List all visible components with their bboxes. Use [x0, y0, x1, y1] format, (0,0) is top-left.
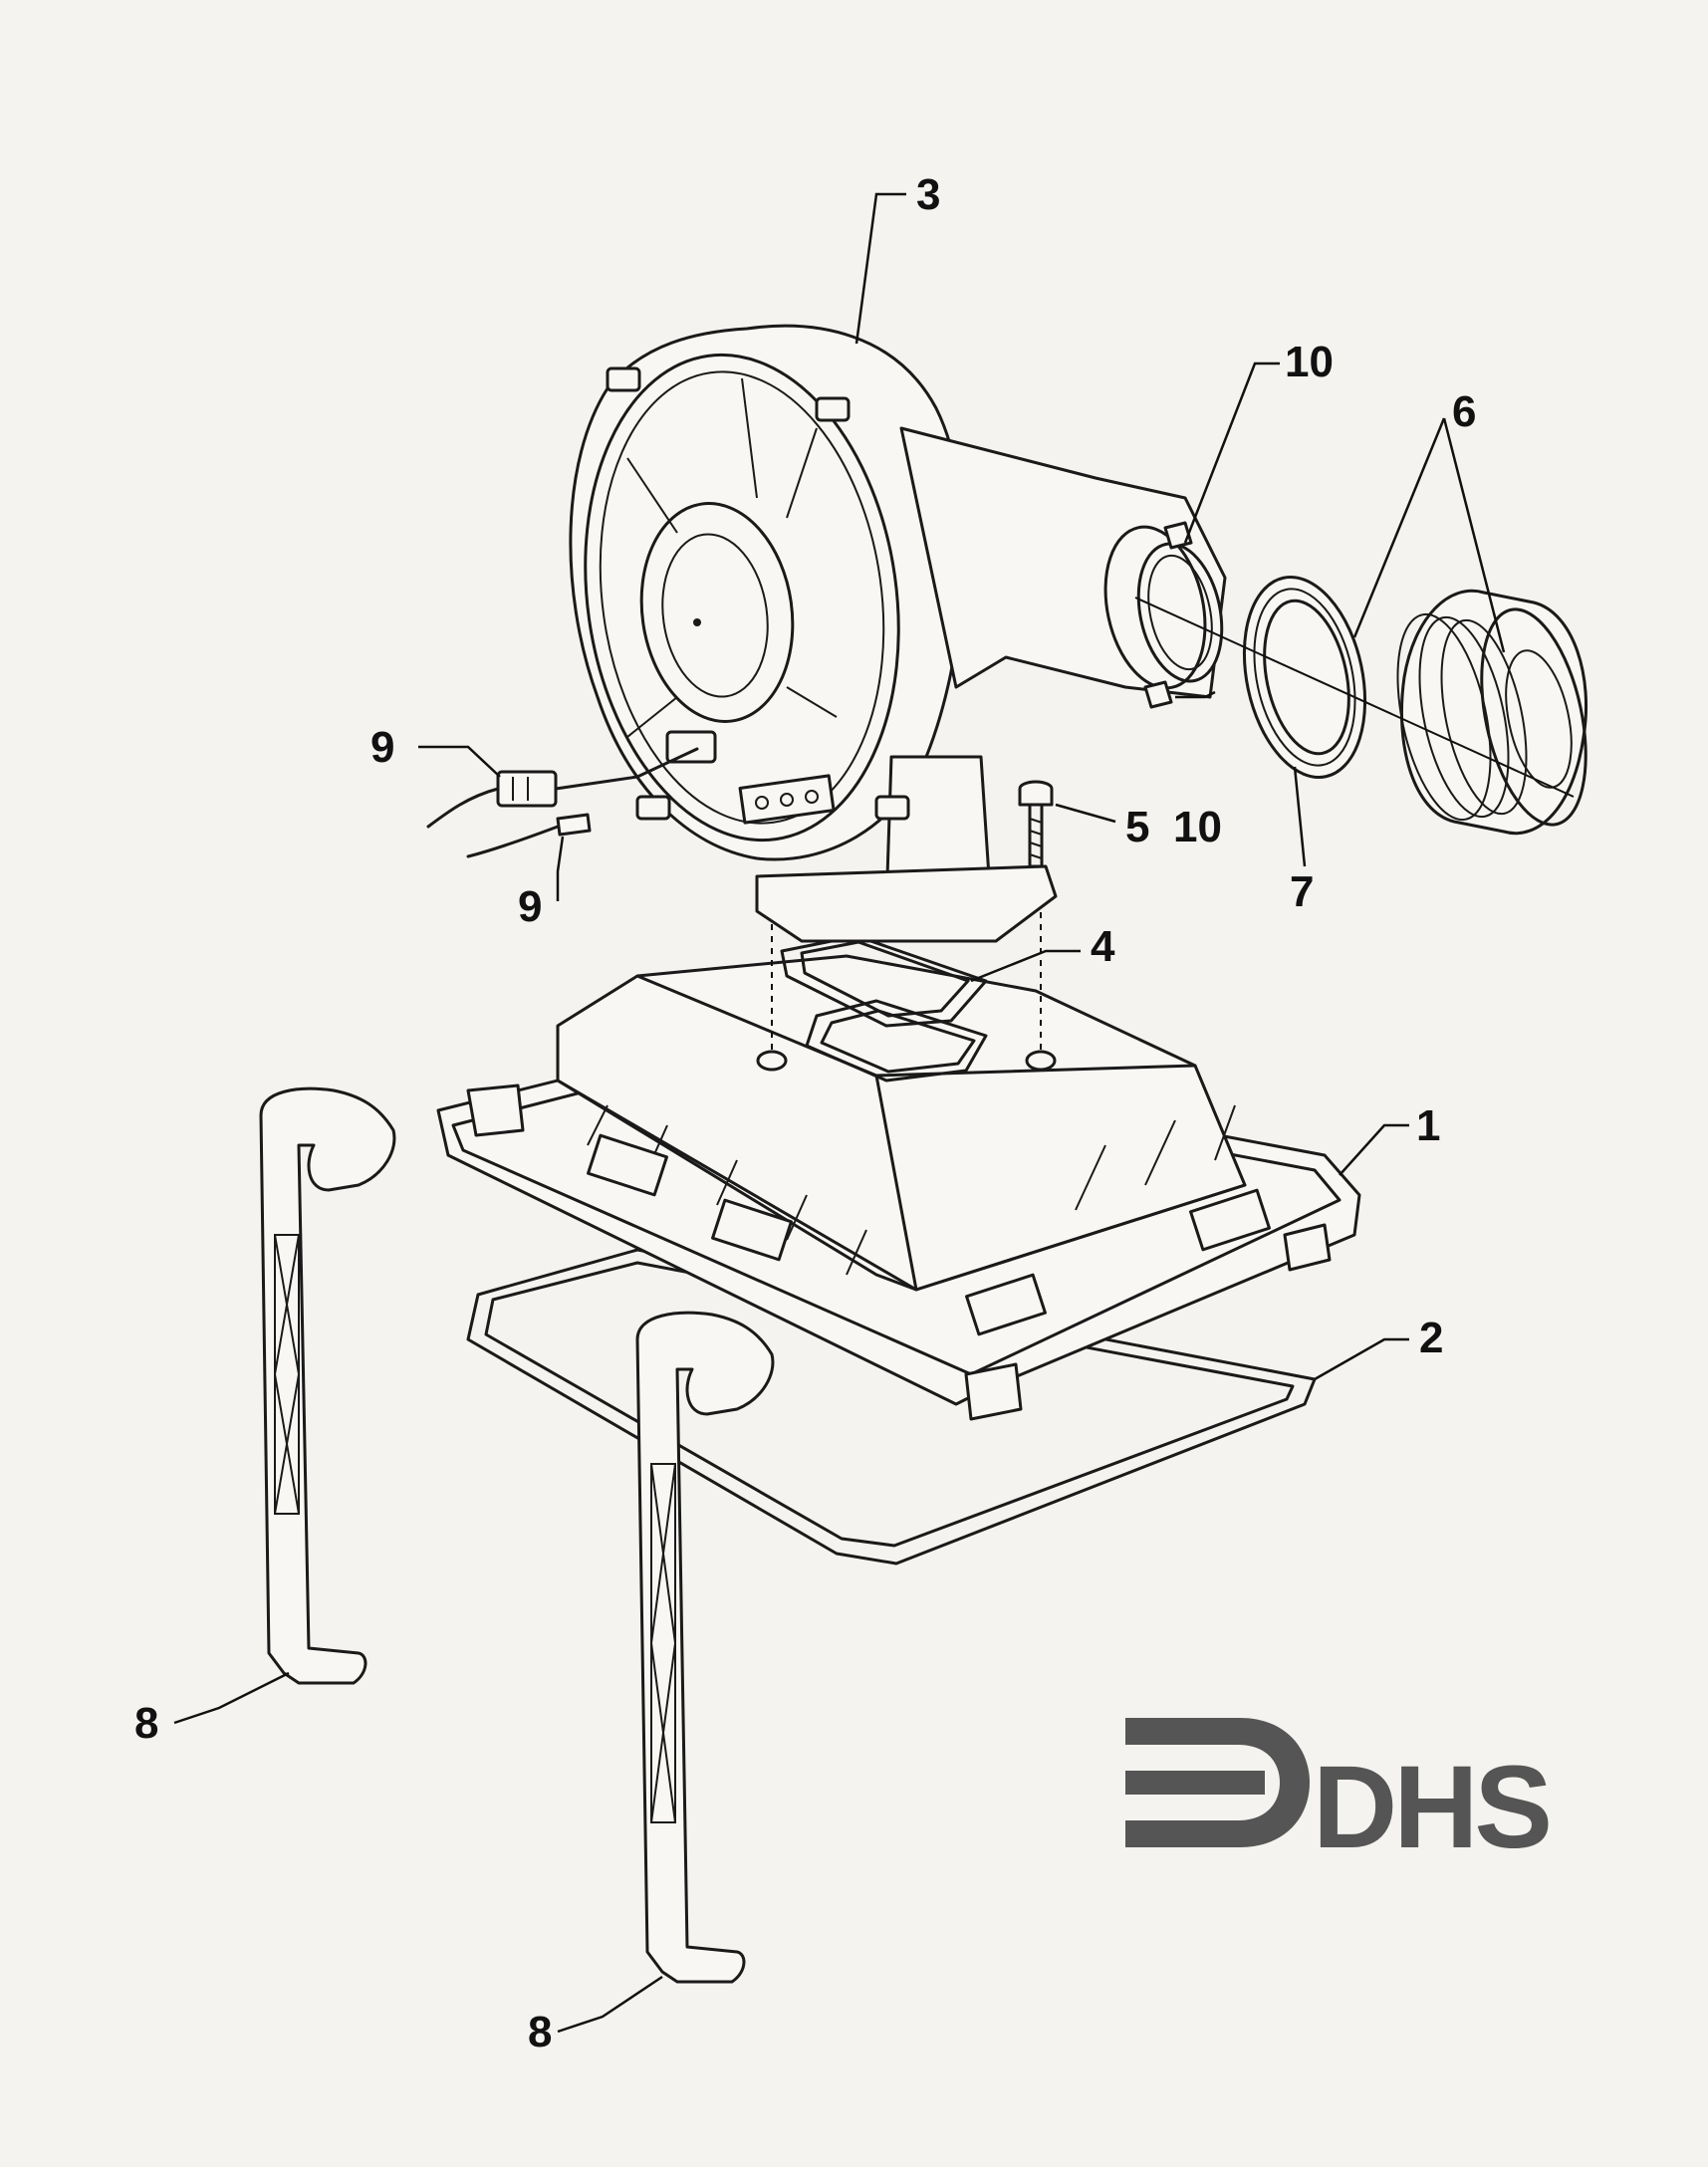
callout-7: 7 [1290, 867, 1314, 916]
part-1-base-housing [436, 954, 1361, 1421]
callout-3: 3 [916, 170, 940, 219]
callout-2: 2 [1419, 1314, 1443, 1362]
dhs-logo-mark [1125, 1718, 1310, 1847]
callout-4: 4 [1091, 922, 1115, 971]
callout-10-bottom: 10 [1173, 803, 1222, 851]
callout-1: 1 [1416, 1101, 1440, 1150]
part-8-mounting-strap-left [259, 1086, 396, 1685]
part-8-mounting-strap-right [635, 1311, 775, 1984]
dhs-logo-bar [1125, 1771, 1265, 1795]
dhs-logo: DHS [1125, 1718, 1553, 1873]
leader-lines [173, 192, 1506, 2034]
part-6-inlet-silencer [1396, 589, 1587, 836]
callout-labels: 3 10 6 9 5 10 7 9 4 1 2 8 8 [134, 170, 1476, 2056]
callout-8-right: 8 [528, 2008, 552, 2056]
part-7-o-ring [1242, 576, 1367, 779]
callout-6: 6 [1452, 387, 1476, 436]
callout-9-bottom: 9 [518, 882, 542, 931]
callout-9-top: 9 [370, 723, 394, 772]
callout-5: 5 [1125, 803, 1149, 851]
callout-10-top: 10 [1285, 338, 1334, 386]
part-9-connector [426, 747, 699, 858]
part-3-blower-housing [569, 324, 1227, 943]
dhs-logo-text: DHS [1313, 1742, 1549, 1873]
part-5-screw [1018, 780, 1054, 868]
callout-8-left: 8 [134, 1699, 158, 1748]
